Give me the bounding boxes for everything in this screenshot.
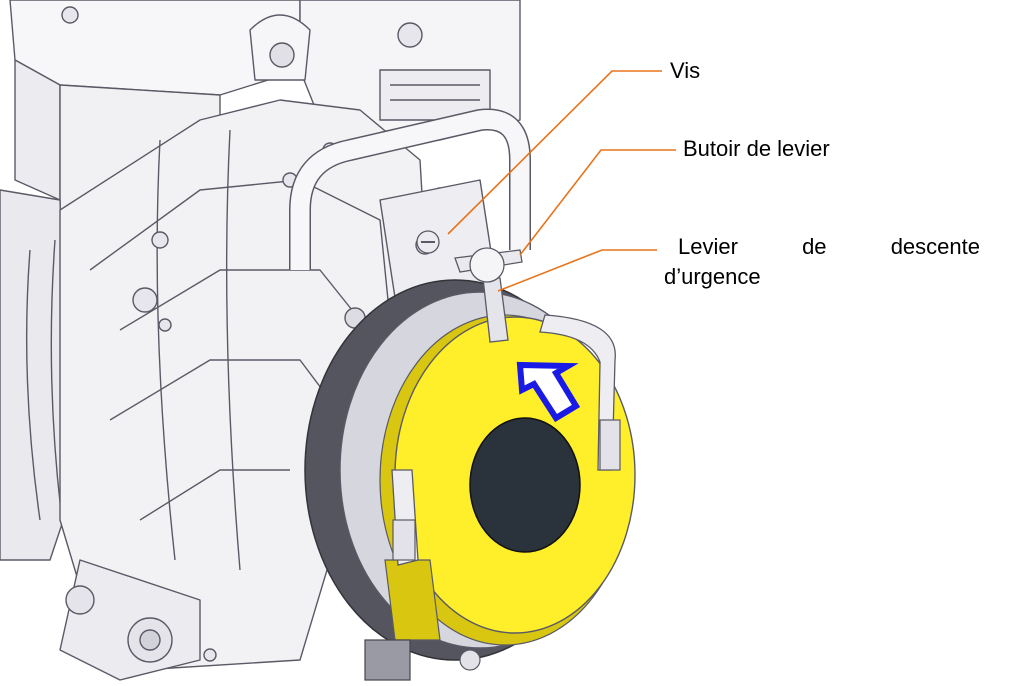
callout-line-screw <box>447 70 662 235</box>
label-emergency-lever-line1: Levier de descente <box>678 232 980 262</box>
cover-hole <box>469 417 581 553</box>
callout-line-emergency-lever <box>497 249 657 292</box>
lever-knob <box>469 247 505 283</box>
label-screw: Vis <box>670 58 701 83</box>
label-word: Levier <box>678 234 738 259</box>
label-word: descente <box>890 234 980 259</box>
label-emergency-lever-line2: d’urgence <box>664 264 761 289</box>
arrow-icon <box>516 361 581 423</box>
callout-lines <box>447 70 676 292</box>
label-word: de <box>802 234 827 259</box>
lever-group <box>416 230 523 343</box>
callout-line-lever-stop <box>519 149 676 256</box>
label-lever-stop: Butoir de levier <box>683 136 830 161</box>
cover-tab-left <box>384 559 441 641</box>
label-emergency-lever: Levier de descente d’urgence <box>664 232 980 292</box>
brake-assembly <box>304 279 636 681</box>
